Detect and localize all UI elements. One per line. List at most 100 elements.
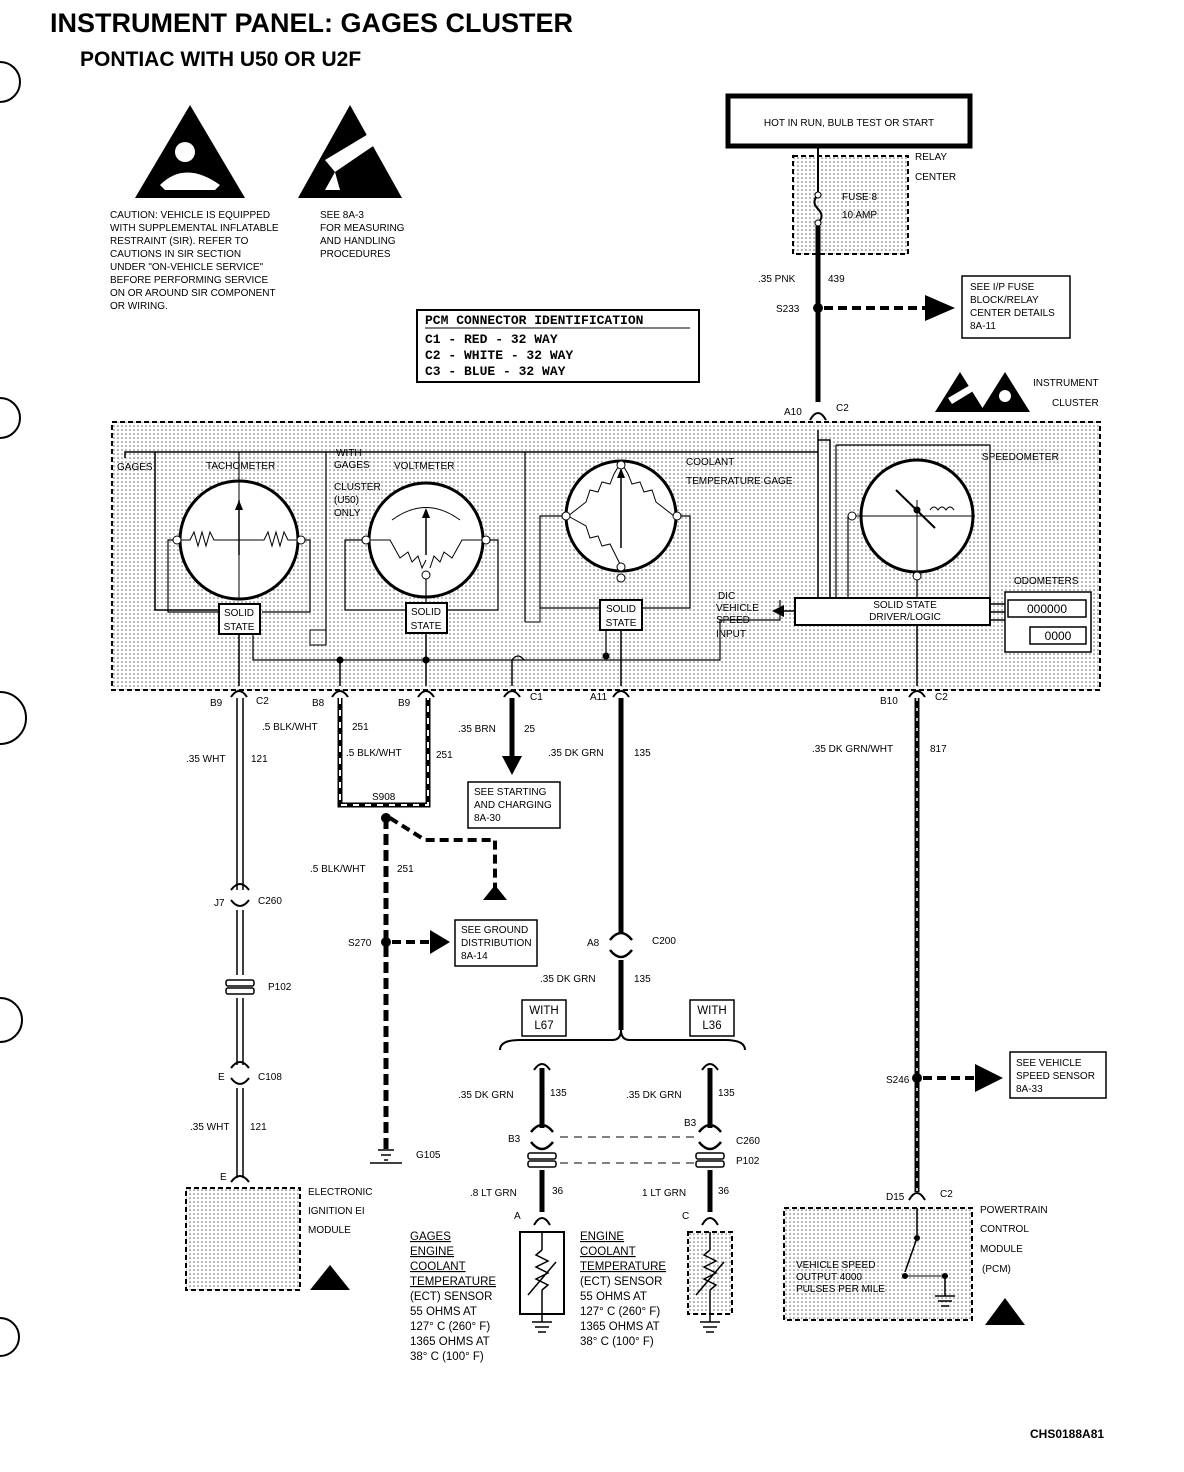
svg-text:WITH: WITH <box>529 1005 558 1017</box>
svg-text:CAUTIONS IN SIR SECTION: CAUTIONS IN SIR SECTION <box>110 249 241 260</box>
svg-text:8A-11: 8A-11 <box>970 321 996 332</box>
page-title: INSTRUMENT PANEL: GAGES CLUSTER <box>50 8 573 38</box>
engine-sensor-text: ENGINE COOLANT TEMPERATURE (ECT) SENSOR … <box>580 1231 666 1348</box>
document-id: CHS0188A81 <box>1030 1427 1104 1441</box>
circuit-number: 36 <box>718 1186 730 1197</box>
ei-module: ELECTRONIC IGNITION EI MODULE <box>185 1187 372 1291</box>
svg-text:TEMPERATURE: TEMPERATURE <box>410 1276 496 1288</box>
pin-label: B8 <box>312 698 325 709</box>
svg-text:SEE I/P FUSE: SEE I/P FUSE <box>970 282 1035 293</box>
svg-text:DRIVER/LOGIC: DRIVER/LOGIC <box>869 612 941 623</box>
svg-text:127° C (260° F): 127° C (260° F) <box>410 1321 490 1333</box>
svg-text:55 OHMS AT: 55 OHMS AT <box>580 1291 647 1303</box>
svg-text:RELAY: RELAY <box>915 152 947 163</box>
svg-text:(ECT) SENSOR: (ECT) SENSOR <box>580 1276 662 1288</box>
svg-text:VOLTMETER: VOLTMETER <box>394 461 454 472</box>
caution-text: CAUTION: VEHICLE IS EQUIPPED WITH SUPPLE… <box>110 210 279 312</box>
svg-text:AND CHARGING: AND CHARGING <box>474 800 552 811</box>
svg-text:MODULE: MODULE <box>308 1225 351 1236</box>
svg-text:WITH: WITH <box>336 448 362 459</box>
pin-label: B9 <box>210 698 223 709</box>
ref-arrow <box>925 295 955 321</box>
pin-label: J7 <box>214 898 225 909</box>
wire-label: .5 BLK/WHT <box>310 864 366 875</box>
pcm-connector-id-box: PCM CONNECTOR IDENTIFICATION C1 - RED - … <box>416 309 700 383</box>
svg-text:COOLANT: COOLANT <box>410 1261 466 1273</box>
splice-label: S233 <box>776 304 800 315</box>
svg-text:55 OHMS AT: 55 OHMS AT <box>410 1306 477 1318</box>
svg-text:CAUTION: VEHICLE IS EQUIPPED: CAUTION: VEHICLE IS EQUIPPED <box>110 210 270 221</box>
svg-text:BLOCK/RELAY: BLOCK/RELAY <box>970 295 1039 306</box>
svg-text:SEE GROUND: SEE GROUND <box>461 925 528 936</box>
svg-text:L36: L36 <box>702 1020 721 1032</box>
pin-label: A11 <box>590 692 607 703</box>
sir-warning-icon <box>135 105 245 198</box>
svg-text:DIC: DIC <box>718 591 735 602</box>
svg-text:ELECTRONIC: ELECTRONIC <box>308 1187 372 1198</box>
engine-ect-sensor <box>687 1231 733 1333</box>
connector-label: C2 <box>940 1189 953 1200</box>
wire-135 <box>499 698 746 1226</box>
svg-text:0000: 0000 <box>1045 629 1072 643</box>
svg-text:38° C (100° F): 38° C (100° F) <box>410 1351 484 1363</box>
pin-label: A <box>514 1211 521 1222</box>
circuit-number: 439 <box>828 274 845 285</box>
svg-text:STATE: STATE <box>224 622 255 633</box>
svg-text:PCM CONNECTOR IDENTIFICATION: PCM CONNECTOR IDENTIFICATION <box>425 313 643 328</box>
pin-label: B3 <box>684 1118 697 1129</box>
circuit-number: 135 <box>634 748 651 759</box>
svg-text:HOT IN RUN, BULB TEST OR START: HOT IN RUN, BULB TEST OR START <box>764 118 934 129</box>
svg-text:ON OR AROUND SIR COMPONENT: ON OR AROUND SIR COMPONENT <box>110 288 276 299</box>
connector-label: C260 <box>258 896 282 907</box>
wire-label: .35 WHT <box>190 1122 229 1133</box>
svg-text:GAGES: GAGES <box>410 1231 451 1243</box>
pin-label: B10 <box>880 696 898 707</box>
wire-121 <box>225 698 255 1183</box>
svg-text:BEFORE PERFORMING SERVICE: BEFORE PERFORMING SERVICE <box>110 275 269 286</box>
svg-text:1365 OHMS AT: 1365 OHMS AT <box>580 1321 660 1333</box>
hot-in-run-box: HOT IN RUN, BULB TEST OR START <box>725 93 973 149</box>
svg-text:COOLANT: COOLANT <box>686 457 734 468</box>
circuit-number: 135 <box>718 1088 735 1099</box>
circuit-number: 135 <box>634 974 651 985</box>
svg-text:CLUSTER: CLUSTER <box>334 482 381 493</box>
svg-text:C2 - WHITE - 32 WAY: C2 - WHITE - 32 WAY <box>425 348 573 363</box>
splice-label: S270 <box>348 938 372 949</box>
connector-label: C2 <box>935 692 948 703</box>
svg-text:CENTER DETAILS: CENTER DETAILS <box>970 308 1055 319</box>
wire-label: .35 DK GRN/WHT <box>812 744 893 755</box>
svg-text:OUTPUT 4000: OUTPUT 4000 <box>796 1272 862 1283</box>
wire-817 <box>908 698 1003 1201</box>
svg-text:ONLY: ONLY <box>334 508 361 519</box>
svg-text:FOR MEASURING: FOR MEASURING <box>320 223 405 234</box>
svg-text:SOLID: SOLID <box>224 608 254 619</box>
svg-text:8A-30: 8A-30 <box>474 813 501 824</box>
svg-text:L67: L67 <box>534 1020 553 1032</box>
wire-label: .35 DK GRN <box>626 1090 682 1101</box>
svg-text:SEE STARTING: SEE STARTING <box>474 787 547 798</box>
svg-text:SPEEDOMETER: SPEEDOMETER <box>982 452 1059 463</box>
svg-text:(PCM): (PCM) <box>982 1264 1011 1275</box>
connector-label: C2 <box>836 403 849 414</box>
gages-sensor-text: GAGES ENGINE COOLANT TEMPERATURE (ECT) S… <box>410 1231 496 1363</box>
wire-label: .35 DK GRN <box>458 1090 514 1101</box>
svg-text:DISTRIBUTION: DISTRIBUTION <box>461 938 532 949</box>
svg-text:POWERTRAIN: POWERTRAIN <box>980 1205 1048 1216</box>
wire-251 <box>337 698 507 1164</box>
svg-text:(ECT) SENSOR: (ECT) SENSOR <box>410 1291 492 1303</box>
vss-ref-box: SEE VEHICLE SPEED SENSOR 8A-33 <box>1009 1051 1107 1099</box>
with-l36-box: WITH L36 <box>689 999 735 1037</box>
esd-warning-icon <box>298 105 402 198</box>
pin-label: B9 <box>398 698 411 709</box>
binder-holes <box>0 61 27 1357</box>
pin-label: D15 <box>886 1192 905 1203</box>
esd-icon <box>985 1298 1025 1325</box>
ref-arrow <box>502 756 522 775</box>
svg-text:FUSE 8: FUSE 8 <box>842 192 877 203</box>
svg-text:ODOMETERS: ODOMETERS <box>1014 576 1079 587</box>
svg-text:8A-33: 8A-33 <box>1016 1084 1043 1095</box>
esd-icon <box>310 1265 350 1290</box>
svg-text:RESTRAINT (SIR). REFER TO: RESTRAINT (SIR). REFER TO <box>110 236 249 247</box>
ground-label: G105 <box>416 1150 441 1161</box>
